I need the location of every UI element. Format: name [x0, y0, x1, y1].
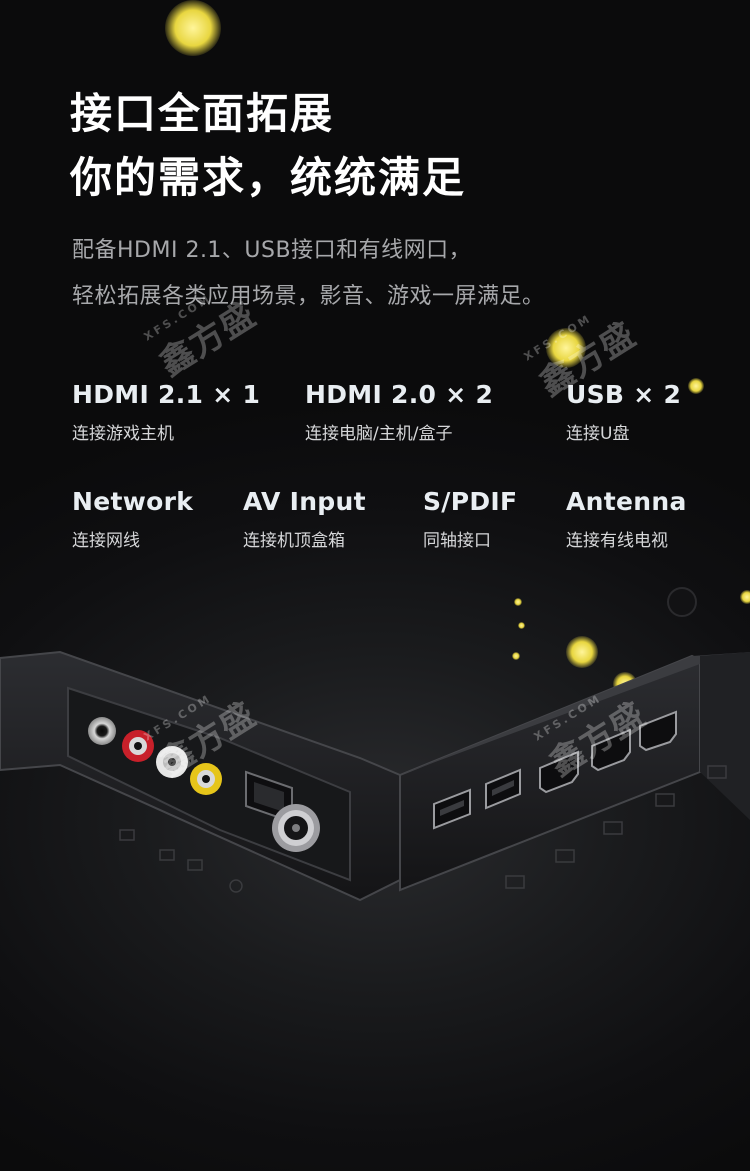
feature-title: Network [72, 487, 194, 516]
av-yellow-jack-icon [190, 763, 222, 795]
usb-port-icon [485, 768, 521, 810]
bokeh-light [165, 0, 221, 56]
feature-title: AV Input [243, 487, 366, 516]
antenna-port-icon [272, 804, 320, 852]
bokeh-light [688, 378, 704, 394]
feature-title: USB × 2 [566, 380, 682, 409]
hdmi-port-icon [539, 750, 579, 794]
feature-title: Antenna [566, 487, 687, 516]
subtitle-line-2: 轻松拓展各类应用场景，影音、游戏一屏满足。 [72, 284, 545, 309]
embossed-port-labels [119, 765, 727, 893]
feature-hdmi21: HDMI 2.1 × 1 连接游戏主机 [72, 380, 260, 444]
feature-desc: 连接游戏主机 [72, 424, 174, 444]
page-subtitle: 配备HDMI 2.1、USB接口和有线网口， 轻松拓展各类应用场景，影音、游戏一… [72, 228, 545, 320]
hdmi-port-icon [639, 710, 677, 752]
bokeh-light [566, 636, 598, 668]
feature-desc: 连接有线电视 [566, 531, 668, 551]
feature-desc: 同轴接口 [423, 531, 491, 551]
screw-hole-icon [667, 587, 697, 617]
bokeh-light [740, 590, 750, 604]
feature-antenna: Antenna 连接有线电视 [566, 487, 687, 551]
av-red-jack-icon [122, 730, 154, 762]
feature-av-input: AV Input 连接机顶盒箱 [243, 487, 366, 551]
usb-port-icon [433, 788, 471, 830]
subtitle-line-1: 配备HDMI 2.1、USB接口和有线网口， [72, 238, 472, 263]
title-line-1: 接口全面拓展 [70, 89, 335, 138]
bokeh-light [546, 328, 586, 368]
bokeh-light [518, 622, 525, 629]
tv-ports-illustration [0, 587, 750, 902]
feature-desc: 连接网线 [72, 531, 140, 551]
av-white-jack-icon [156, 746, 188, 778]
feature-title: HDMI 2.0 × 2 [305, 380, 494, 409]
bokeh-light [512, 652, 520, 660]
feature-desc: 连接U盘 [566, 424, 630, 444]
page-title: 接口全面拓展 你的需求，统统满足 [70, 82, 466, 210]
feature-network: Network 连接网线 [72, 487, 193, 551]
feature-title: S/PDIF [423, 487, 518, 516]
av-white-jack-icon [88, 717, 116, 745]
feature-usb: USB × 2 连接U盘 [566, 380, 681, 444]
feature-desc: 连接电脑/主机/盒子 [305, 424, 453, 444]
feature-hdmi20: HDMI 2.0 × 2 连接电脑/主机/盒子 [305, 380, 493, 444]
feature-title: HDMI 2.1 × 1 [72, 380, 261, 409]
hdmi-port-icon [591, 728, 631, 772]
feature-desc: 连接机顶盒箱 [243, 531, 345, 551]
bokeh-light [514, 598, 522, 606]
title-line-2: 你的需求，统统满足 [70, 153, 467, 202]
feature-spdif: S/PDIF 同轴接口 [423, 487, 517, 551]
